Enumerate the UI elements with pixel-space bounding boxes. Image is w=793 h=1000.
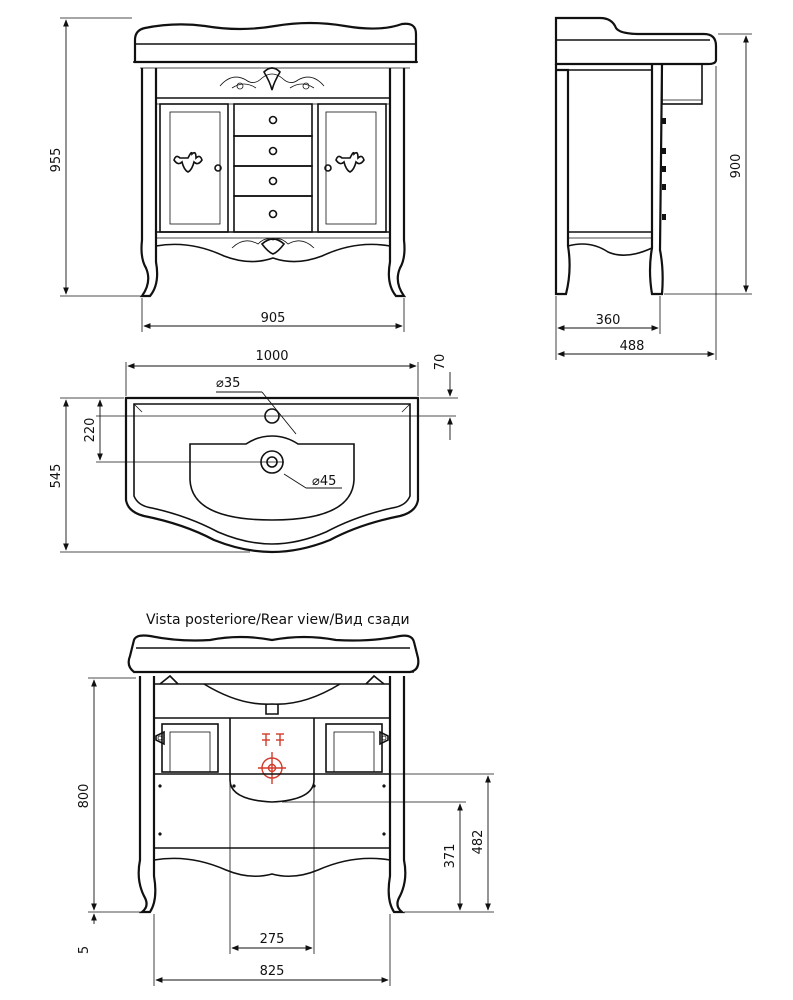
rear-width-label: 825 bbox=[260, 964, 285, 979]
front-countertop bbox=[133, 21, 418, 64]
supply-height-label: 482 bbox=[471, 830, 486, 855]
side-countertop bbox=[554, 16, 718, 66]
top-depth-label: 545 bbox=[49, 464, 64, 489]
drain-height-label: 371 bbox=[443, 844, 458, 869]
drain-label: ⌀45 bbox=[312, 474, 336, 489]
side-hinge-marks bbox=[662, 118, 666, 220]
drain-width-label: 275 bbox=[260, 932, 285, 947]
top-view: ⌀35 ⌀45 1000 70 220 545 bbox=[49, 349, 458, 554]
side-height-label: 900 bbox=[729, 154, 744, 179]
basin-bowl bbox=[189, 435, 355, 521]
top-width-label: 1000 bbox=[255, 349, 288, 364]
rear-left-leg bbox=[137, 676, 157, 914]
front-left-leg bbox=[139, 68, 159, 298]
basin-outline bbox=[124, 396, 420, 554]
plumbing-marker-icon bbox=[258, 733, 286, 784]
left-door-knob bbox=[214, 164, 222, 172]
rear-view-caption: Vista posteriore/Rear view/Вид сзади bbox=[146, 612, 410, 628]
back-panel-screws bbox=[158, 784, 386, 836]
tap-offset-label: 220 bbox=[83, 418, 98, 443]
front-right-leg bbox=[387, 68, 407, 298]
fleur-de-lis-right-icon bbox=[335, 151, 365, 173]
rear-countertop bbox=[127, 634, 420, 674]
rear-right-leg bbox=[387, 676, 407, 914]
rear-hinges bbox=[155, 730, 389, 746]
side-total-depth-label: 488 bbox=[620, 339, 645, 354]
bottom-carving-ornament bbox=[231, 238, 315, 255]
rear-height-label: 800 bbox=[77, 784, 92, 809]
side-depth-label: 360 bbox=[596, 313, 621, 328]
side-back-leg bbox=[554, 64, 571, 296]
rear-view: Vista posteriore/Rear view/Вид сзади bbox=[77, 612, 494, 986]
front-width-label: 905 bbox=[261, 311, 286, 326]
side-rear-shelf bbox=[661, 63, 703, 105]
front-view: 955 905 bbox=[49, 17, 418, 332]
side-view: 900 360 488 bbox=[554, 16, 752, 360]
front-drawers bbox=[233, 103, 313, 233]
right-door-knob bbox=[324, 164, 332, 172]
front-height-label: 955 bbox=[49, 148, 64, 173]
rim-label: 70 bbox=[433, 354, 448, 371]
tap-hole-label: ⌀35 bbox=[216, 376, 240, 391]
plumbing-cutout bbox=[229, 718, 315, 803]
top-carving-ornament bbox=[219, 67, 325, 91]
fleur-de-lis-left-icon bbox=[173, 151, 203, 173]
rear-basin-underside bbox=[203, 683, 341, 705]
rear-base-label: 5 bbox=[77, 946, 92, 954]
side-front-leg bbox=[648, 63, 664, 296]
